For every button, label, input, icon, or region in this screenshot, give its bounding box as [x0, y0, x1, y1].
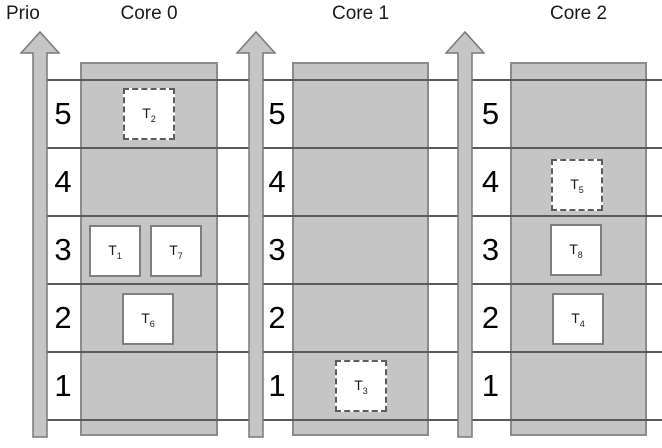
task-label: T7 — [169, 241, 183, 261]
priority-label-2: 2 — [54, 300, 72, 335]
task-box-t2: T2 — [123, 88, 175, 140]
priority-label-5: 5 — [481, 96, 500, 131]
prio-arrow-icon — [236, 31, 276, 438]
priority-label-4: 4 — [481, 164, 500, 199]
task-box-t4: T4 — [552, 293, 604, 345]
priority-row-line — [46, 147, 662, 149]
priority-label-2: 2 — [268, 300, 286, 335]
task-box-t8: T8 — [550, 224, 602, 276]
priority-label-2: 2 — [481, 300, 500, 335]
prio-arrow-icon — [445, 31, 485, 438]
task-label: T5 — [570, 175, 584, 195]
priority-row-line — [46, 283, 662, 285]
task-box-t3: T3 — [335, 360, 387, 412]
priority-label-1: 1 — [481, 368, 500, 403]
priority-row-line — [46, 351, 662, 353]
core-0-title: Core 0 — [120, 3, 178, 24]
task-box-t5: T5 — [551, 159, 603, 211]
priority-label-3: 3 — [54, 232, 72, 267]
task-label: T3 — [354, 376, 368, 396]
task-box-t7: T7 — [150, 225, 202, 277]
prio-axis-label: Prio — [6, 3, 40, 24]
priority-label-5: 5 — [268, 96, 286, 131]
task-box-t1: T1 — [89, 225, 141, 277]
core-2-title: Core 2 — [549, 3, 608, 24]
priority-label-3: 3 — [481, 232, 500, 267]
task-label: T1 — [108, 241, 122, 261]
priority-label-4: 4 — [268, 164, 286, 199]
priority-label-1: 1 — [54, 368, 72, 403]
core-1-title: Core 1 — [331, 3, 390, 24]
task-label: T8 — [569, 240, 583, 260]
priority-label-1: 1 — [268, 368, 286, 403]
priority-row-line — [46, 215, 662, 217]
prio-arrow-icon — [20, 31, 60, 438]
task-box-t6: T6 — [122, 293, 174, 345]
priority-row-line — [46, 79, 662, 81]
task-label: T6 — [141, 309, 155, 329]
priority-label-4: 4 — [54, 164, 72, 199]
task-label: T4 — [571, 309, 585, 329]
priority-row-line — [46, 419, 662, 421]
task-label: T2 — [142, 104, 156, 124]
priority-label-3: 3 — [268, 232, 286, 267]
priority-label-5: 5 — [54, 96, 72, 131]
